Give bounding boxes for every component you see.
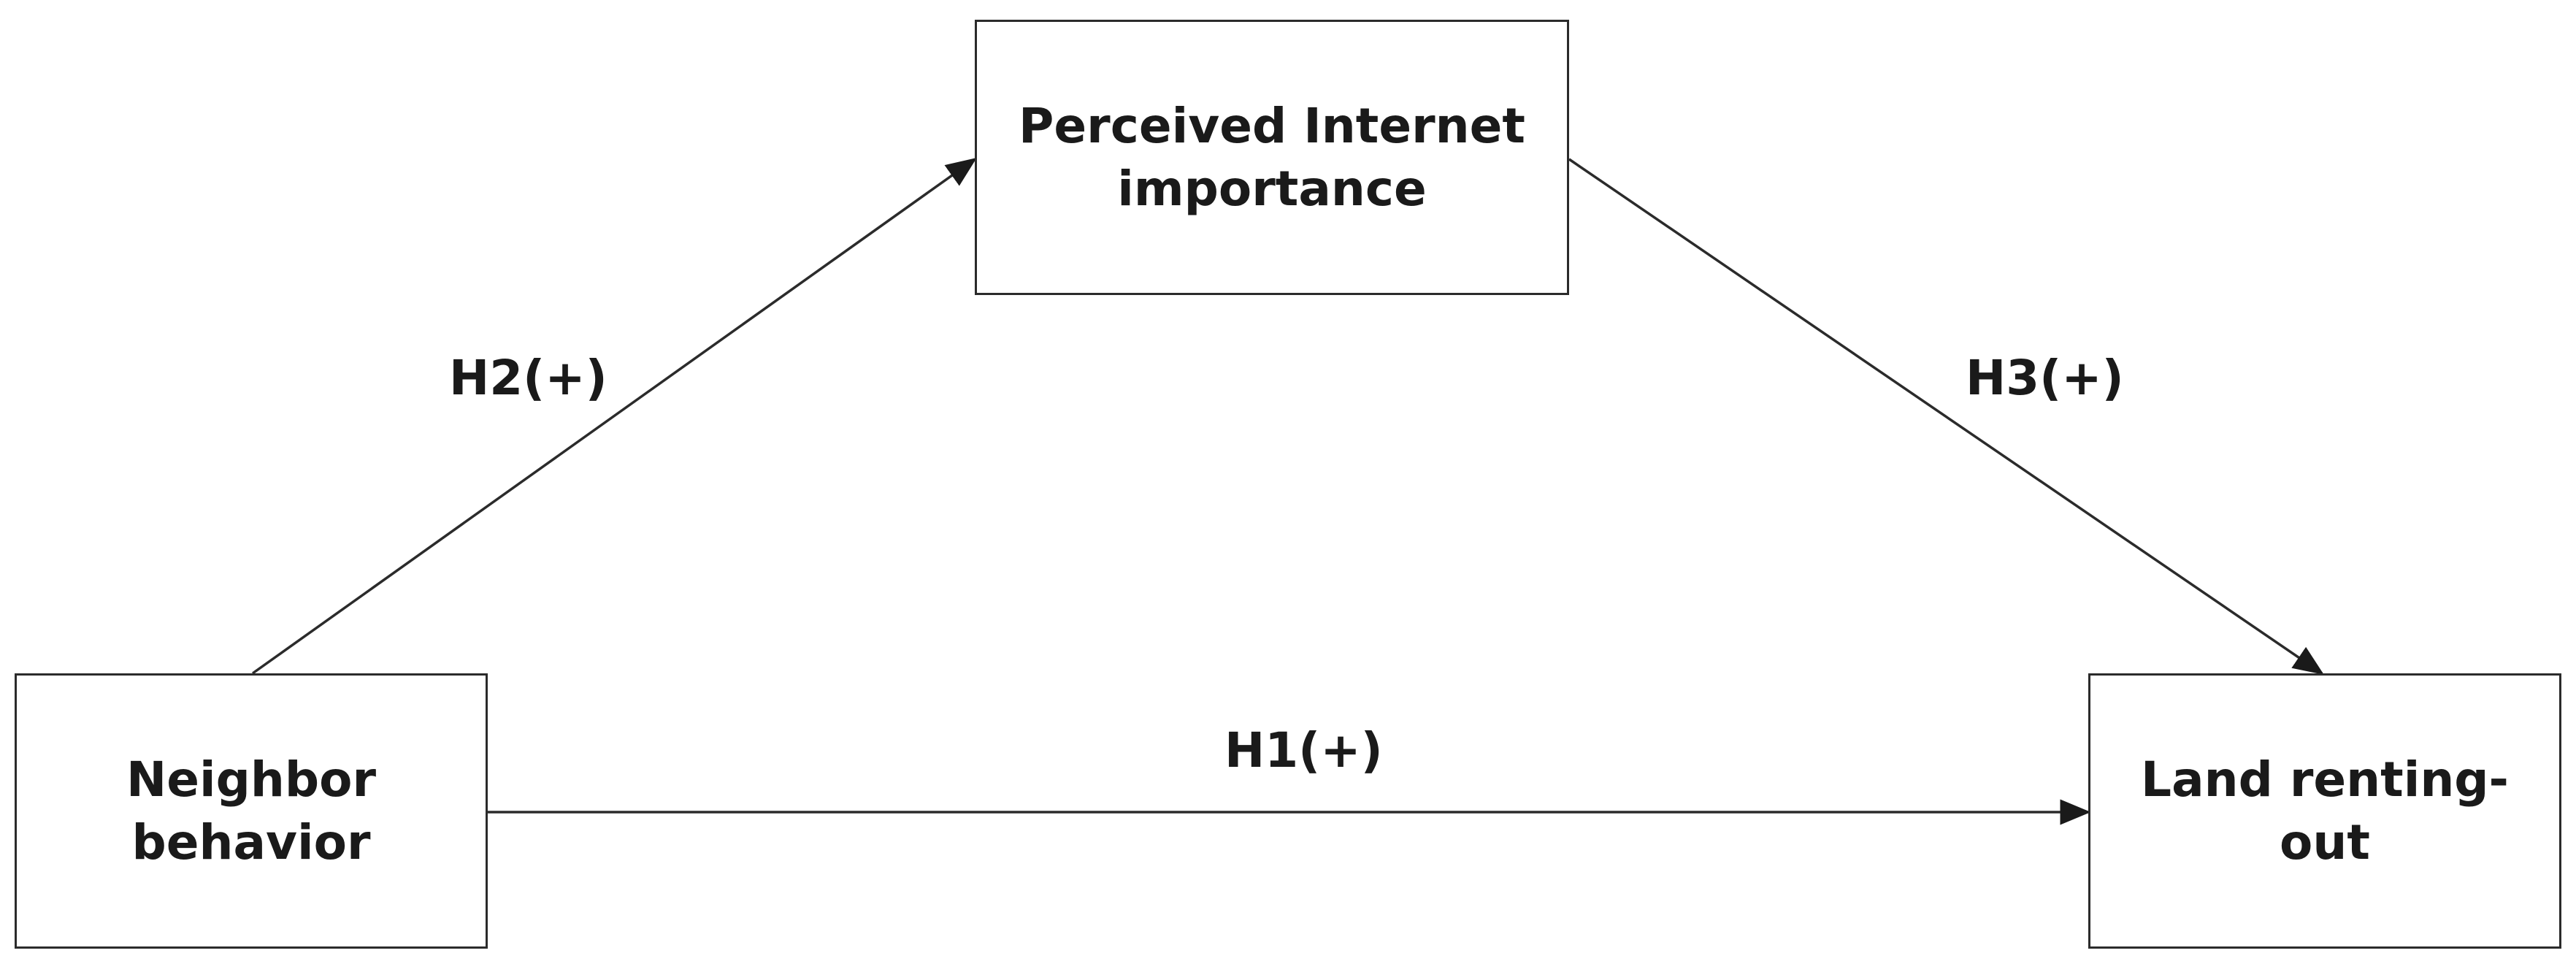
node-label: Neighbor behavior bbox=[126, 749, 376, 874]
node-label-line: importance bbox=[1117, 160, 1427, 217]
node-neighbor-behavior: Neighbor behavior bbox=[15, 673, 488, 949]
node-land-renting-out: Land renting- out bbox=[2088, 673, 2561, 949]
path-label-h3: H3(+) bbox=[1966, 350, 2124, 406]
node-label-line: Perceived Internet bbox=[1019, 97, 1525, 154]
arrow-h2 bbox=[251, 157, 977, 675]
path-label-h2: H2(+) bbox=[449, 350, 607, 406]
node-label: Perceived Internet importance bbox=[1019, 95, 1525, 221]
node-label-line: Neighbor bbox=[126, 751, 376, 808]
node-label: Land renting- out bbox=[2141, 749, 2509, 874]
path-label-h1: H1(+) bbox=[1224, 722, 1383, 779]
node-perceived-internet-importance: Perceived Internet importance bbox=[975, 20, 1569, 295]
node-label-line: Land renting- bbox=[2141, 751, 2509, 808]
node-label-line: out bbox=[2280, 814, 2370, 871]
arrow-h3 bbox=[1568, 158, 2324, 675]
node-label-line: behavior bbox=[131, 814, 371, 871]
